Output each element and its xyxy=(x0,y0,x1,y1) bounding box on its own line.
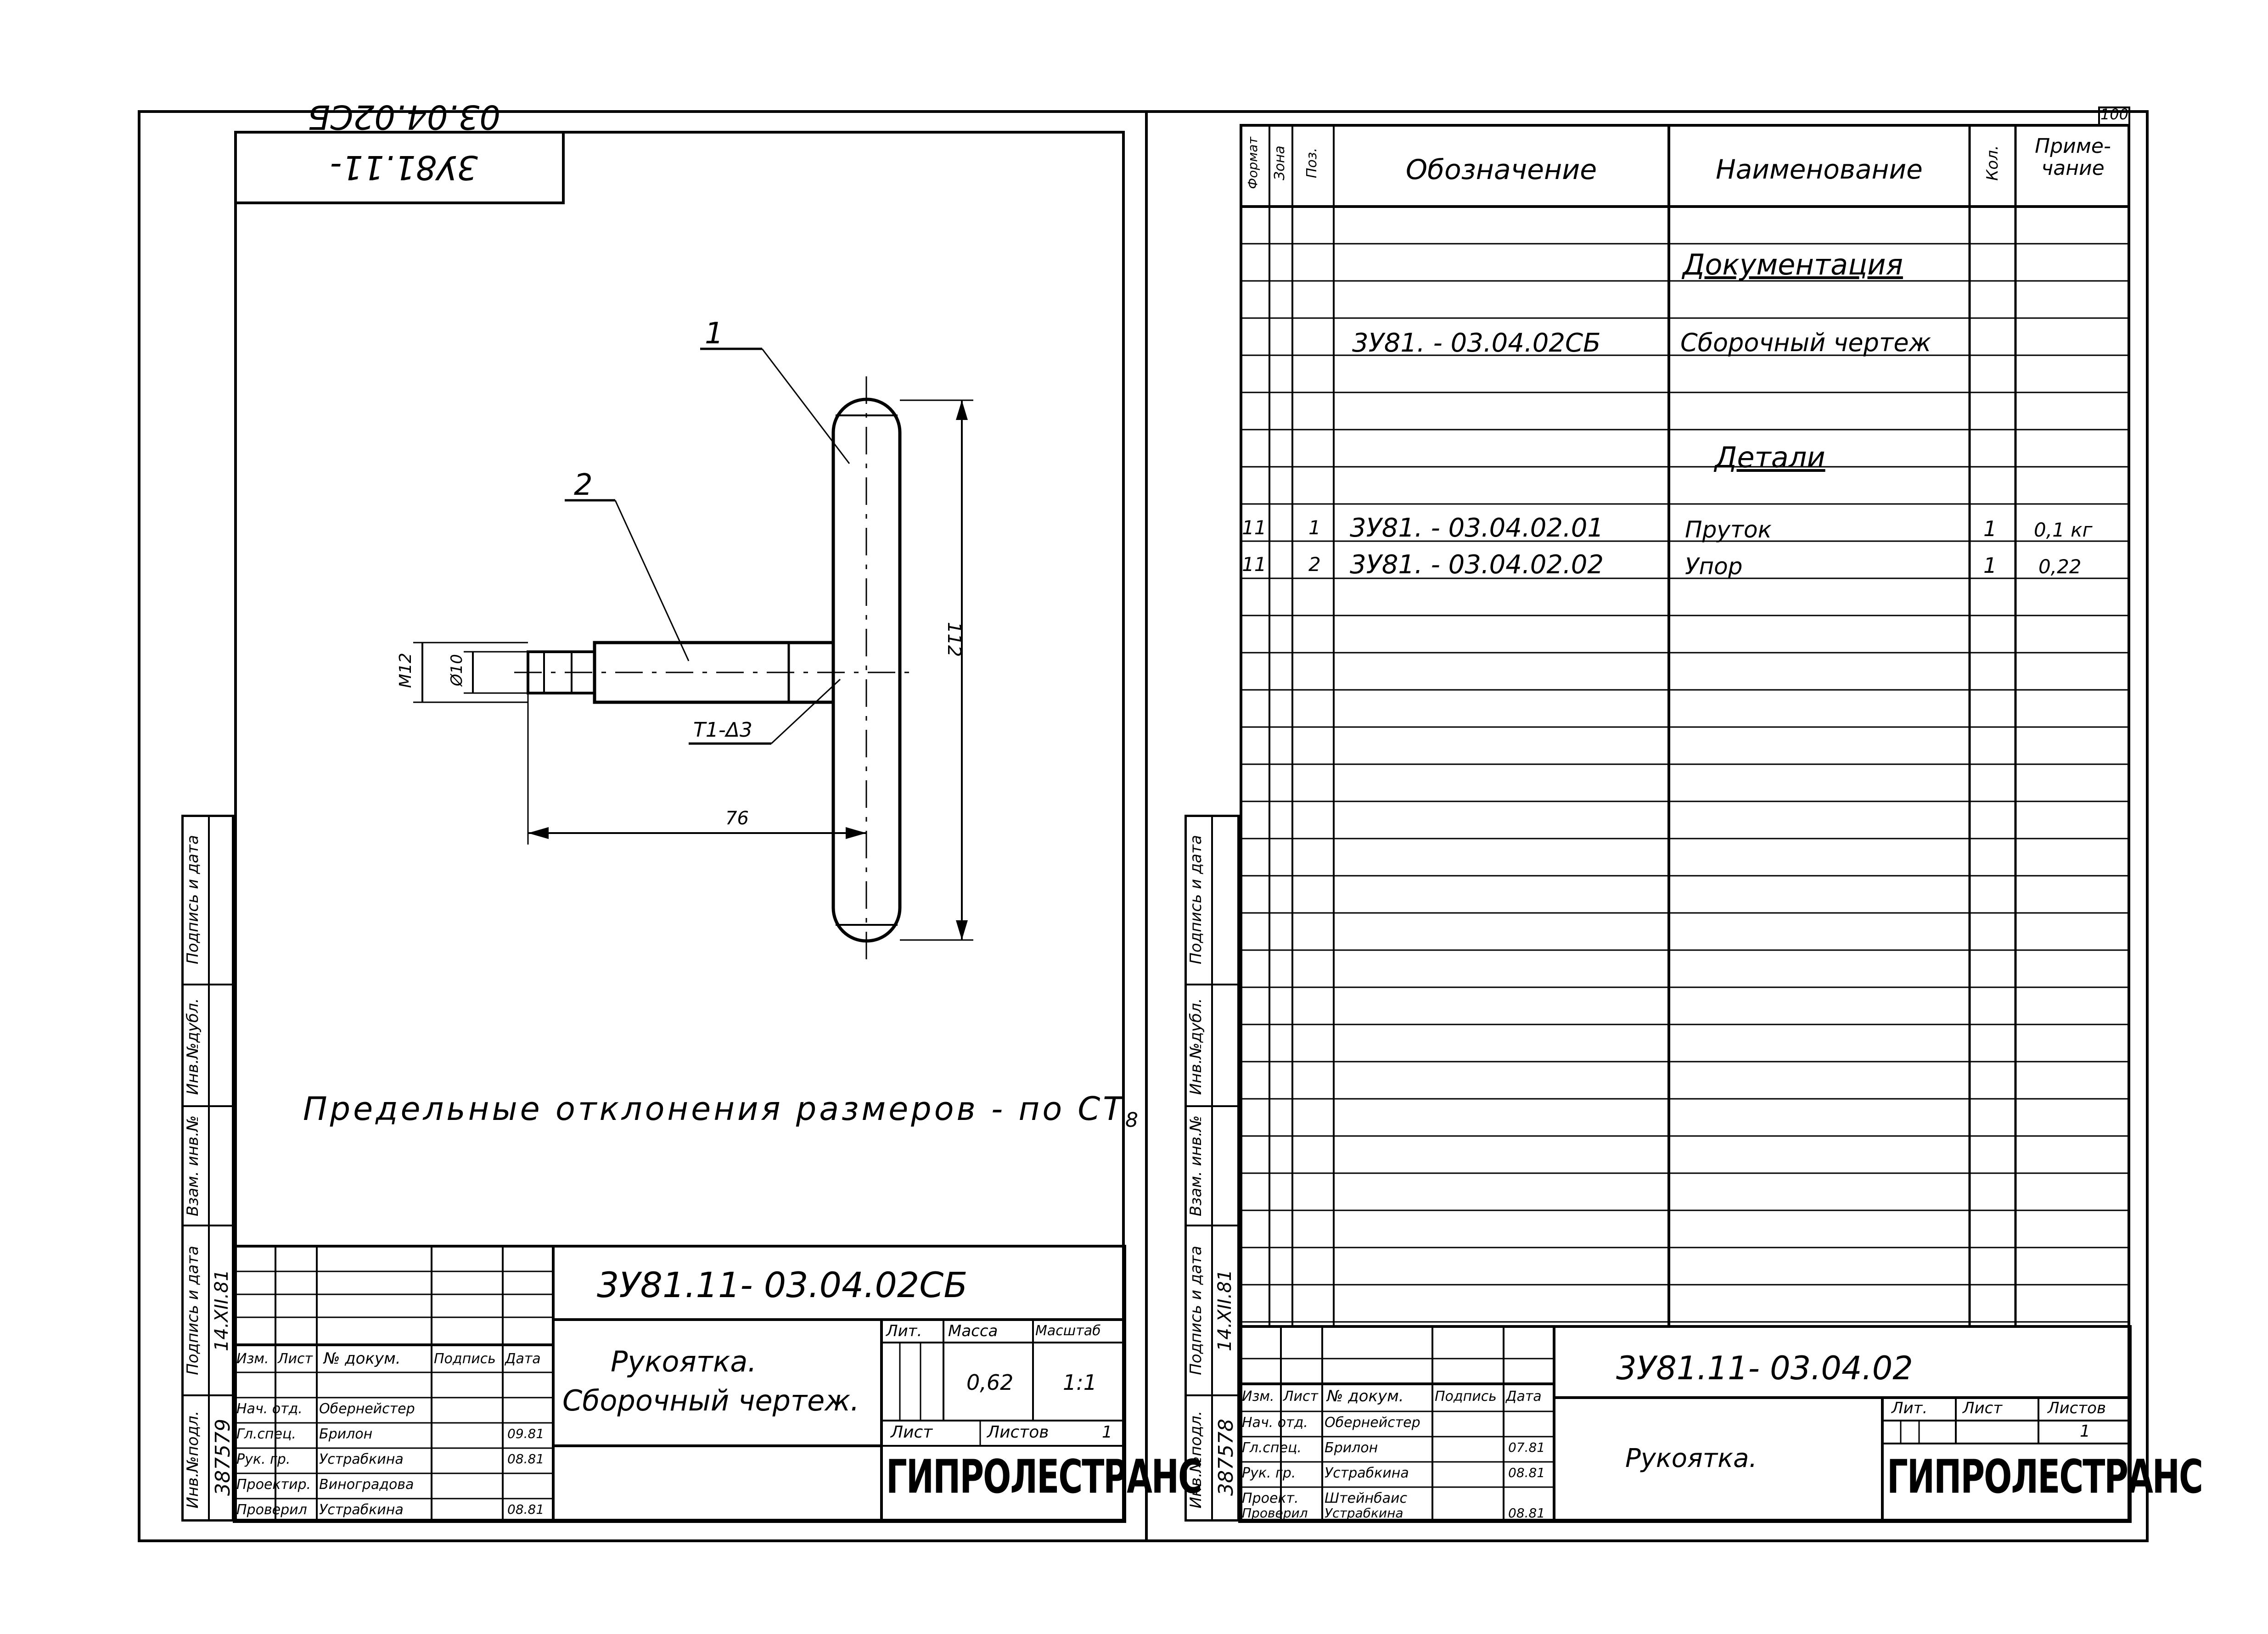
right-role-0: Нач. отд. xyxy=(1242,1415,1308,1431)
right-sheet-label: Лист xyxy=(1963,1399,2003,1417)
row-2-qty: 1 xyxy=(1983,553,1997,578)
left-sheet-label: Лист xyxy=(891,1423,933,1442)
right-sheets-label: Листов xyxy=(2048,1399,2106,1417)
section-documentation: Документация xyxy=(1683,248,1903,281)
header-note: Приме-чание xyxy=(2035,134,2111,180)
page-number: 100 xyxy=(2100,106,2129,123)
left-stamp-box xyxy=(234,131,565,204)
tolerance-note-text: Предельные отклонения размеров - по СТ xyxy=(303,1090,1126,1128)
right-org-name: ГИПРОЛЕСТРАНС xyxy=(1887,1449,2203,1504)
right-date-1: 07.81 xyxy=(1508,1440,1545,1455)
left-col-data: Дата xyxy=(505,1351,541,1367)
left-name-3: Виноградова xyxy=(319,1477,414,1493)
left-col-podpis: Подпись xyxy=(434,1351,496,1367)
row-2-note: 0,22 xyxy=(2038,555,2082,578)
right-title: Рукоятка. xyxy=(1625,1444,1757,1473)
left-col-dokum: № докум. xyxy=(324,1349,401,1368)
header-designation: Обозначение xyxy=(1405,154,1597,186)
left-designation: 3У81.11- 03.04.02СБ xyxy=(597,1265,968,1305)
right-col-list: Лист xyxy=(1283,1388,1319,1405)
right-date-4: 08.81 xyxy=(1508,1505,1545,1521)
left-name-1: Брилон xyxy=(319,1426,373,1442)
left-margin-strip xyxy=(181,815,234,1522)
right-name-4: Устрабкина xyxy=(1325,1505,1403,1521)
left-col-izm: Изм. xyxy=(236,1351,269,1367)
header-name: Наименование xyxy=(1716,154,1923,185)
left-role-1: Гл.спец. xyxy=(236,1426,296,1442)
row-2-designation: 3У81. - 03.04.02.02 xyxy=(1350,550,1604,580)
left-scale-label: Масштаб xyxy=(1035,1323,1101,1339)
left-title-line1: Рукоятка. xyxy=(611,1345,757,1378)
left-col-list: Лист xyxy=(278,1351,313,1367)
right-role-3: Проект. xyxy=(1242,1490,1299,1506)
row-1-note: 0,1 кг xyxy=(2034,519,2093,541)
tolerance-note: Предельные отклонения размеров - по СТ8 xyxy=(303,1090,1141,1132)
right-name-1: Брилон xyxy=(1325,1440,1378,1456)
tolerance-note-sub: 8 xyxy=(1125,1108,1141,1132)
doc-name: Сборочный чертеж xyxy=(1680,328,1931,357)
left-scale-value: 1:1 xyxy=(1063,1370,1097,1395)
left-title-line2: Сборочный чертеж. xyxy=(562,1384,859,1417)
right-col-data: Дата xyxy=(1506,1388,1542,1405)
left-name-4: Устрабкина xyxy=(319,1502,404,1518)
right-col-izm: Изм. xyxy=(1242,1388,1274,1405)
left-date-2: 08.81 xyxy=(507,1451,545,1466)
right-col-dokum: № докум. xyxy=(1327,1387,1404,1405)
right-sheet-outer-frame xyxy=(1148,110,2149,1542)
left-sheets-label: Листов xyxy=(987,1423,1049,1442)
row-1-pos: 1 xyxy=(1308,516,1321,539)
dim-76-label: 76 xyxy=(725,808,749,829)
left-name-0: Обернейстер xyxy=(319,1401,415,1417)
page-number-box xyxy=(2098,106,2130,124)
section-parts: Детали xyxy=(1715,441,1825,474)
right-name-0: Обернейстер xyxy=(1325,1415,1420,1431)
row-1-format: 11 xyxy=(1242,516,1267,539)
right-role-1: Гл.спец. xyxy=(1242,1440,1302,1456)
row-1-designation: 3У81. - 03.04.02.01 xyxy=(1350,513,1604,543)
row-2-format: 11 xyxy=(1242,553,1267,576)
left-mass-label: Масса xyxy=(948,1322,998,1340)
callout-2-label: 2 xyxy=(574,468,593,502)
left-role-2: Рук. гр. xyxy=(236,1451,291,1467)
left-role-3: Проектир. xyxy=(236,1477,311,1493)
callout-1-label: 1 xyxy=(705,317,724,351)
row-1-name: Пруток xyxy=(1685,516,1772,543)
left-lit-label: Лит. xyxy=(886,1322,922,1340)
left-sheet-outer-frame xyxy=(138,110,1148,1542)
left-name-2: Устрабкина xyxy=(319,1451,404,1467)
right-sheets-value: 1 xyxy=(2080,1422,2090,1441)
row-2-name: Упор xyxy=(1685,553,1743,580)
row-1-qty: 1 xyxy=(1983,516,1997,541)
left-mass-value: 0,62 xyxy=(966,1370,1014,1395)
left-date-1: 09.81 xyxy=(507,1426,545,1441)
right-date-2: 08.81 xyxy=(1508,1465,1545,1480)
right-role-2: Рук. гр. xyxy=(1242,1465,1296,1481)
right-name-2: Устрабкина xyxy=(1325,1465,1409,1481)
left-role-4: Проверил xyxy=(236,1502,307,1518)
left-date-4: 08.81 xyxy=(507,1502,545,1517)
left-sheets-value: 1 xyxy=(1102,1423,1112,1442)
right-role-4: Проверил xyxy=(1242,1505,1308,1521)
row-2-pos: 2 xyxy=(1308,553,1321,576)
doc-designation: 3У81. - 03.04.02СБ xyxy=(1352,328,1601,358)
right-col-podpis: Подпись xyxy=(1435,1388,1497,1405)
right-name-3: Штейнбаис xyxy=(1325,1490,1407,1506)
right-designation: 3У81.11- 03.04.02 xyxy=(1616,1349,1913,1387)
weld-label: T1-Δ3 xyxy=(693,718,752,742)
right-lit-label: Лит. xyxy=(1892,1399,1928,1417)
left-role-0: Нач. отд. xyxy=(236,1401,303,1417)
